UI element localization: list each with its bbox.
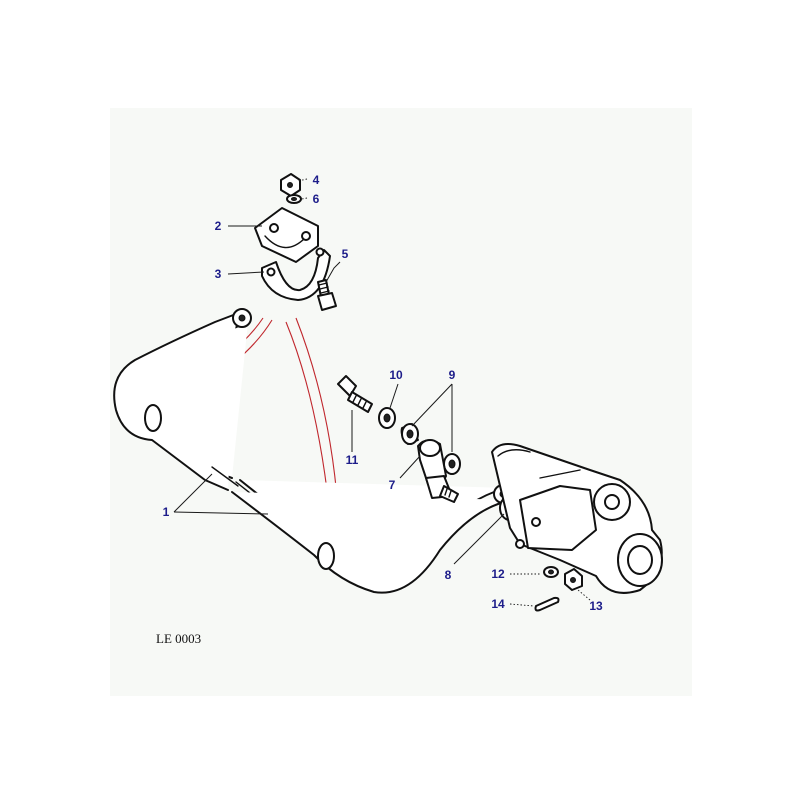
callout-7: 7: [389, 478, 396, 492]
callout-6: 6: [313, 192, 320, 206]
washer-lower: [543, 566, 559, 578]
callout-12: 12: [491, 567, 505, 581]
anti-roll-bar: [113, 308, 513, 594]
bush-lower: [443, 453, 461, 475]
axle-housing: [491, 443, 663, 594]
callout-11: 11: [346, 453, 359, 467]
diagram-reference-code: LE 0003: [156, 631, 201, 646]
bolt-clamp: [317, 279, 337, 311]
callout-4: 4: [313, 173, 320, 187]
split-pin: [534, 596, 560, 612]
nut-lower: [564, 568, 583, 591]
nut-upper: [280, 173, 301, 197]
bolt-link: [337, 375, 373, 413]
bush-upper: [400, 423, 419, 445]
callout-13: 13: [589, 599, 603, 613]
callout-14: 14: [491, 597, 505, 611]
callout-5: 5: [342, 247, 349, 261]
clamp-upper: [254, 207, 319, 263]
washer-upper: [286, 194, 302, 204]
callout-8: 8: [445, 568, 452, 582]
callout-10: 10: [389, 368, 403, 382]
callout-3: 3: [215, 267, 222, 281]
callout-2: 2: [215, 219, 222, 233]
drop-link: [417, 439, 459, 503]
leader-lines: [173, 178, 591, 607]
callout-9: 9: [449, 368, 456, 382]
callout-labels: 4 6 2 3 5 10 9 11 7 1 8 12 13 14: [163, 173, 603, 613]
clamp-lower: [261, 247, 331, 301]
callout-1: 1: [163, 505, 170, 519]
washer-link: [378, 407, 396, 429]
